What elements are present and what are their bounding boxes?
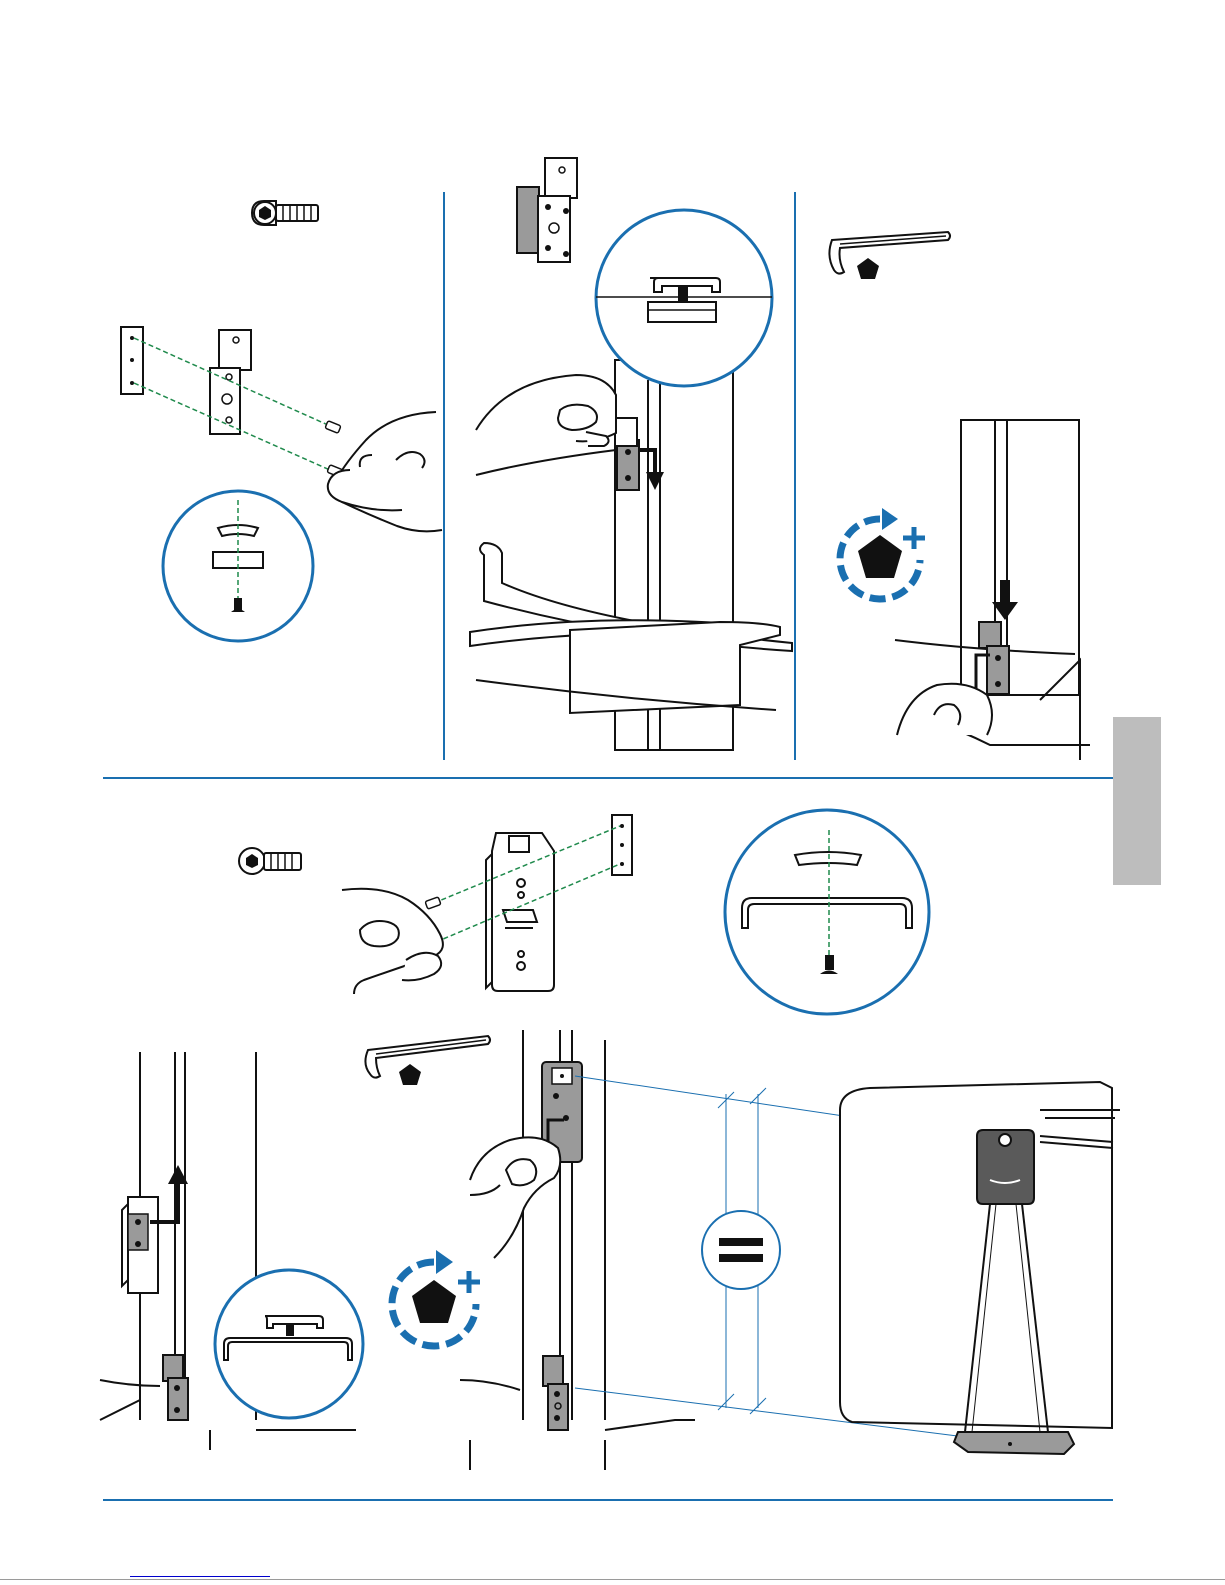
equal-sign-icon: [702, 1211, 780, 1289]
panel-step-align-and-tighten: [365, 1030, 1120, 1470]
footer-rule: [0, 1579, 1225, 1580]
plate-on-leg: [122, 1165, 188, 1293]
hand: [476, 375, 616, 475]
tighten-rotate-plus-icon: [840, 508, 925, 599]
screws: [325, 421, 343, 478]
hand: [897, 684, 992, 735]
tighten-rotate-plus-icon: [392, 1250, 480, 1346]
panel-step-tighten-bracket-on-leg: [829, 232, 1090, 760]
button-head-screw-icon: [252, 201, 318, 225]
section-side-tab: [1113, 717, 1161, 885]
hand: [328, 412, 442, 531]
panel-step-attach-plate-to-clip: [239, 810, 929, 1014]
detail-callout: [596, 210, 772, 386]
detail-callout: [215, 1270, 363, 1418]
detail-callout: [725, 810, 929, 1014]
panel-step-slide-plate-onto-leg: [100, 1052, 363, 1450]
clip-strip: [121, 327, 143, 394]
detail-callout: [163, 491, 313, 641]
footer-link-underline: [130, 1576, 270, 1577]
button-head-screw-icon: [239, 848, 301, 874]
hex-key-icon: [365, 1036, 490, 1085]
lower-bracket: [543, 1356, 568, 1430]
panel-step-attach-bracket-to-clip: [121, 201, 442, 641]
hex-key-icon: [829, 232, 950, 279]
hand: [470, 1137, 560, 1258]
panel-step-slide-bracket-onto-leg: [470, 158, 792, 750]
mounting-plate: [486, 833, 554, 991]
bracket-assembly: [517, 158, 577, 262]
